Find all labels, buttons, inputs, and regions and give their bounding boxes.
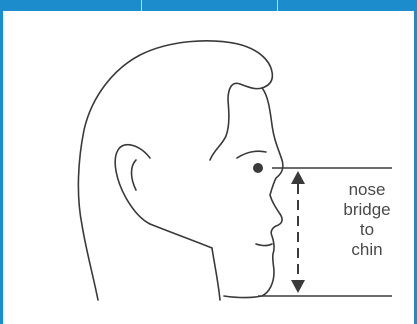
arrowhead-up <box>291 171 305 184</box>
jaw-neck-line <box>212 248 220 300</box>
head-profile-icon <box>78 41 283 300</box>
measurement-label-line-3: to <box>326 220 408 240</box>
measurement-label-line-1: nose <box>326 180 408 200</box>
eye-dot <box>253 163 263 173</box>
hairline <box>210 83 262 160</box>
double-arrow-icon <box>291 171 305 293</box>
measurement-label: nose bridge to chin <box>326 180 408 260</box>
ear-inner <box>132 160 137 190</box>
arrowhead-down <box>291 280 305 293</box>
head-outline-back <box>78 41 272 300</box>
mouth-line <box>256 244 272 246</box>
measurement-label-line-2: bridge <box>326 200 408 220</box>
eyebrow <box>237 151 266 158</box>
cheek-contour <box>150 224 212 248</box>
measurement-label-line-4: chin <box>326 240 408 260</box>
face-profile-outline <box>224 88 283 298</box>
ear-outline <box>115 145 150 224</box>
